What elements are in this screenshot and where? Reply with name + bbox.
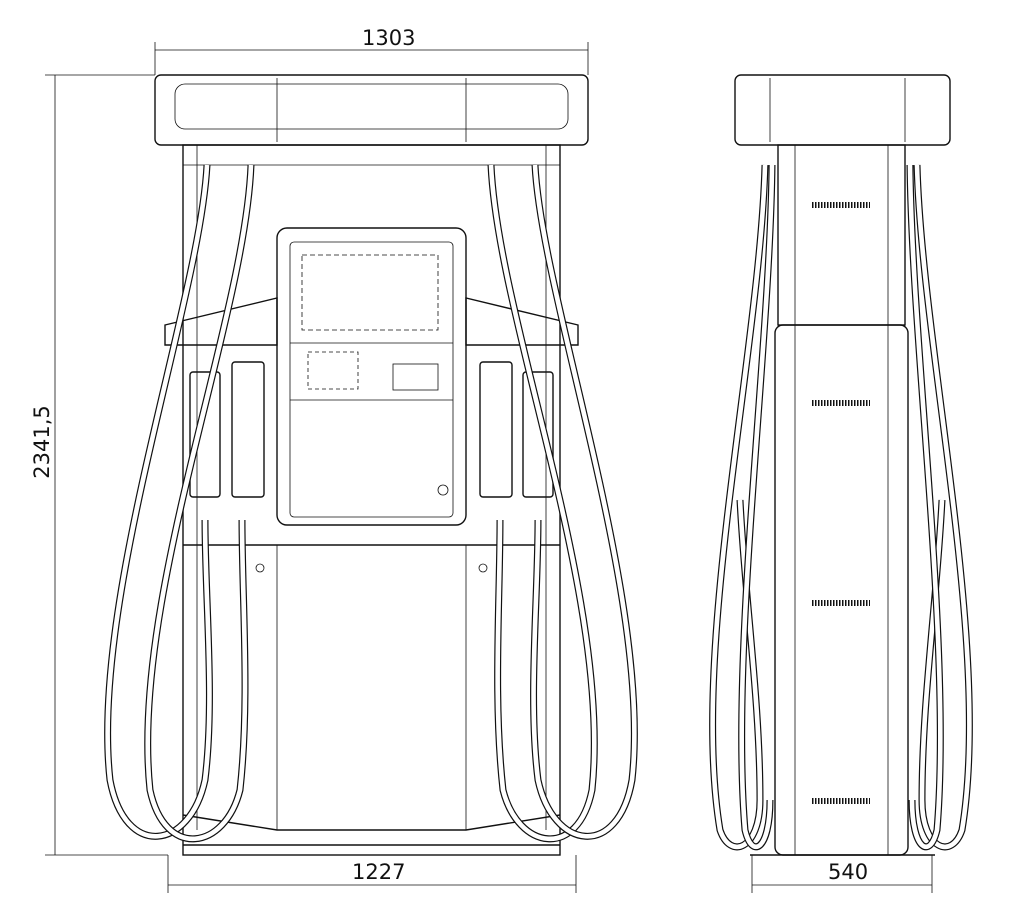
dimension-height: 2341,5 xyxy=(30,405,54,479)
front-view xyxy=(154,74,589,856)
dimension-side-width: 540 xyxy=(828,860,869,884)
dimension-front-width-base: 1227 xyxy=(352,860,406,884)
side-view xyxy=(709,74,973,856)
dimension-front-width-top: 1303 xyxy=(362,26,416,50)
dimension-lines xyxy=(45,42,933,893)
front-hoses xyxy=(104,164,638,843)
